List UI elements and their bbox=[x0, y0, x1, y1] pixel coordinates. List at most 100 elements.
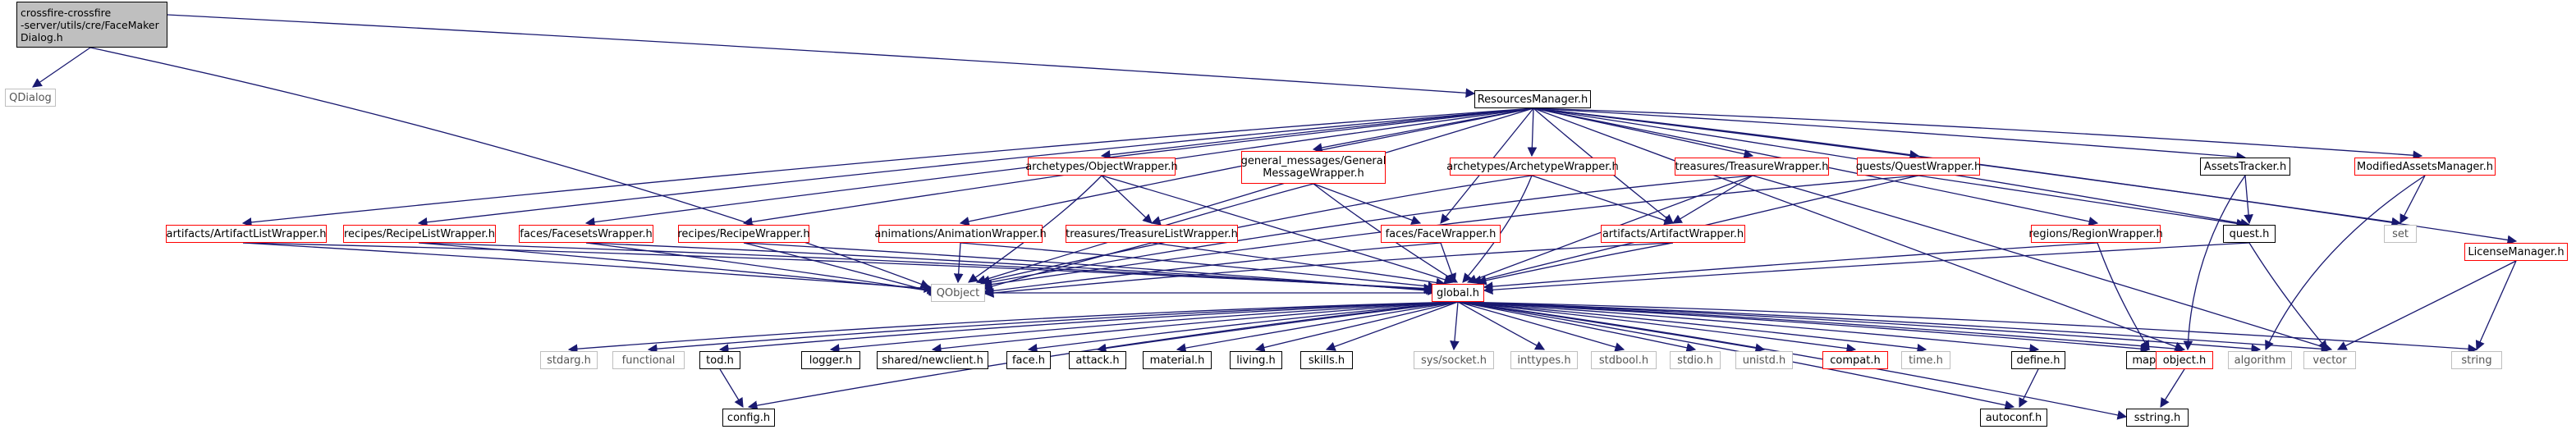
include-edge bbox=[983, 242, 1674, 298]
node-modified-assets-manager[interactable]: ModifiedAssetsManager.h bbox=[2354, 158, 2496, 176]
include-edge bbox=[743, 242, 941, 296]
include-edge bbox=[2336, 260, 2517, 350]
include-edge bbox=[2400, 175, 2426, 225]
include-edge bbox=[1254, 301, 1459, 353]
node-define-h[interactable]: define.h bbox=[2011, 351, 2065, 369]
node-inttypes: inttypes.h bbox=[1510, 351, 1578, 369]
node-sstring-h[interactable]: sstring.h bbox=[2126, 409, 2189, 427]
include-edge bbox=[1457, 301, 1927, 354]
include-edge bbox=[2244, 175, 2253, 225]
node-recipe-wrapper[interactable]: recipes/RecipeWrapper.h bbox=[677, 225, 810, 243]
node-recipe-list-wrapper[interactable]: recipes/RecipeListWrapper.h bbox=[343, 225, 496, 243]
node-treasure-wrapper[interactable]: treasures/TreasureWrapper.h bbox=[1675, 158, 1829, 176]
node-general-message-wrapper[interactable]: general_messages/General MessageWrapper.… bbox=[1241, 151, 1386, 184]
include-edge bbox=[1325, 301, 1459, 351]
include-edge bbox=[1176, 301, 1459, 353]
node-time-h: time.h bbox=[1901, 351, 1950, 369]
node-assets-tracker[interactable]: AssetsTracker.h bbox=[2200, 158, 2290, 176]
include-edge bbox=[1457, 301, 2040, 354]
node-face-wrapper[interactable]: faces/FaceWrapper.h bbox=[1381, 225, 1501, 243]
include-edge bbox=[982, 242, 1442, 296]
node-living-h[interactable]: living.h bbox=[1230, 351, 1282, 369]
node-quest-wrapper[interactable]: quests/QuestWrapper.h bbox=[1856, 158, 1981, 176]
node-newclient-h[interactable]: shared/newclient.h bbox=[877, 351, 988, 369]
include-edge bbox=[1918, 175, 2247, 229]
node-artifact-list-wrapper[interactable]: artifacts/ArtifactListWrapper.h bbox=[166, 225, 327, 243]
include-edge bbox=[1533, 107, 2518, 245]
include-edge bbox=[89, 47, 931, 289]
include-edge bbox=[1101, 175, 1153, 224]
include-edge bbox=[2475, 260, 2517, 351]
node-skills-h[interactable]: skills.h bbox=[1300, 351, 1353, 369]
node-algorithm: algorithm bbox=[2228, 351, 2292, 369]
include-edge bbox=[241, 107, 1534, 227]
include-edge bbox=[982, 175, 1919, 290]
include-edge bbox=[167, 14, 1476, 98]
include-edge bbox=[1457, 301, 2331, 354]
node-facesets-wrapper[interactable]: faces/FacesetsWrapper.h bbox=[519, 225, 653, 243]
node-unistd: unistd.h bbox=[1735, 351, 1793, 369]
node-global-h[interactable]: global.h bbox=[1432, 284, 1484, 302]
node-set: set bbox=[2384, 225, 2417, 243]
include-edge bbox=[1533, 107, 2423, 161]
include-edge bbox=[1476, 242, 1674, 286]
node-tod-h[interactable]: tod.h bbox=[699, 351, 740, 369]
include-edge bbox=[418, 242, 937, 295]
include-edge bbox=[1101, 175, 1455, 285]
node-config-h[interactable]: config.h bbox=[722, 409, 775, 427]
include-edge bbox=[931, 301, 1459, 354]
include-edge bbox=[242, 242, 934, 294]
include-edge bbox=[418, 242, 1435, 295]
root-node: crossfire-crossfire -server/utils/cre/Fa… bbox=[16, 2, 167, 48]
node-archetype-wrapper[interactable]: archetypes/ArchetypeWrapper.h bbox=[1446, 158, 1619, 176]
node-resources-manager[interactable]: ResourcesManager.h bbox=[1474, 90, 1591, 108]
include-edge bbox=[585, 242, 1437, 295]
include-edge bbox=[1457, 301, 1857, 354]
include-edge bbox=[647, 301, 1459, 354]
include-edge bbox=[1527, 107, 1538, 158]
node-license-manager[interactable]: LicenseManager.h bbox=[2464, 243, 2568, 261]
include-edge bbox=[1450, 301, 1460, 351]
include-edge bbox=[960, 242, 1438, 291]
include-edge bbox=[1027, 301, 1459, 354]
node-logger-h[interactable]: logger.h bbox=[801, 351, 860, 369]
node-stdarg: stdarg.h bbox=[540, 351, 598, 369]
node-compat-h[interactable]: compat.h bbox=[1822, 351, 1888, 369]
node-treasure-list-wrapper[interactable]: treasures/TreasureListWrapper.h bbox=[1066, 225, 1238, 243]
include-edge bbox=[417, 107, 1534, 227]
include-edge bbox=[585, 242, 939, 296]
include-edge bbox=[1457, 301, 1697, 353]
node-qdialog: QDialog bbox=[5, 89, 56, 107]
include-edge bbox=[1312, 107, 1534, 153]
node-material-h[interactable]: material.h bbox=[1143, 351, 1212, 369]
node-animation-wrapper[interactable]: animations/AnimationWrapper.h bbox=[874, 225, 1047, 243]
include-edge bbox=[1457, 301, 2186, 354]
node-face-h[interactable]: face.h bbox=[1006, 351, 1051, 369]
node-qobject: QObject bbox=[931, 284, 985, 302]
node-object-wrapper[interactable]: archetypes/ObjectWrapper.h bbox=[1025, 158, 1178, 176]
node-socket-h: sys/socket.h bbox=[1414, 351, 1494, 369]
include-edge bbox=[747, 301, 1459, 410]
include-edge bbox=[1457, 301, 2478, 354]
include-edge bbox=[1100, 107, 1534, 160]
include-edge bbox=[979, 175, 1533, 286]
node-object-h[interactable]: object.h bbox=[2156, 351, 2213, 369]
node-attack-h[interactable]: attack.h bbox=[1069, 351, 1126, 369]
node-quest-h[interactable]: quest.h bbox=[2223, 225, 2276, 243]
include-edge bbox=[1462, 175, 1533, 283]
include-edge bbox=[2248, 242, 2328, 350]
include-edge bbox=[1483, 242, 2098, 291]
include-edge bbox=[2019, 368, 2039, 409]
include-edge bbox=[1533, 107, 2185, 351]
include-edge bbox=[979, 175, 1753, 287]
node-autoconf-h[interactable]: autoconf.h bbox=[1980, 409, 2047, 427]
include-edge bbox=[1457, 301, 2262, 354]
node-region-wrapper[interactable]: regions/RegionWrapper.h bbox=[2028, 225, 2163, 243]
include-edge bbox=[953, 242, 964, 284]
include-edge bbox=[1313, 183, 1458, 283]
include-edge bbox=[1457, 301, 2128, 420]
include-edge bbox=[1671, 175, 1753, 224]
node-artifact-wrapper[interactable]: artifacts/ArtifactWrapper.h bbox=[1601, 225, 1745, 243]
include-edge bbox=[2183, 175, 2246, 351]
